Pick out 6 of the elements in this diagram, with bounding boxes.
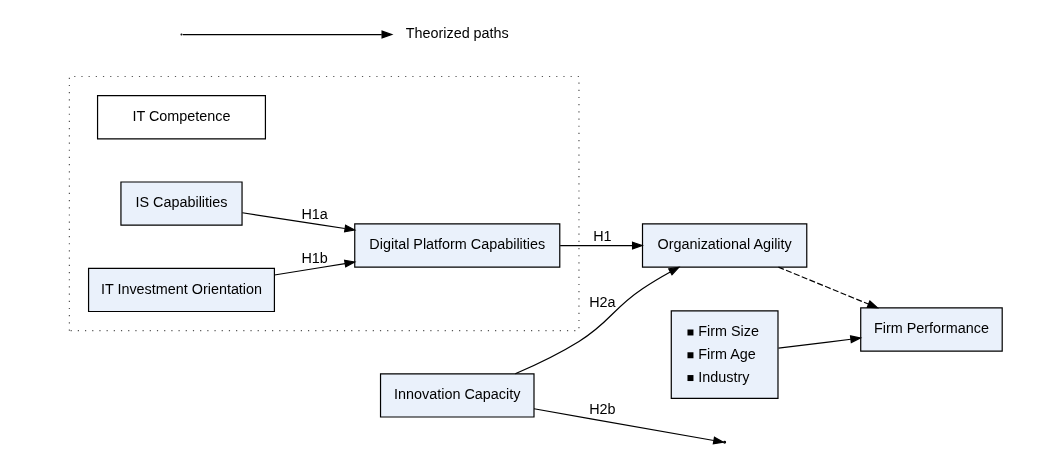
edge-label: H1 bbox=[593, 228, 612, 245]
edge-label: H2b bbox=[589, 401, 616, 418]
edge-label: H1a bbox=[301, 205, 328, 222]
edge-label: H2a bbox=[589, 294, 616, 311]
legend-label: Theorized paths bbox=[405, 25, 509, 42]
edge-label: H1b bbox=[301, 250, 328, 267]
